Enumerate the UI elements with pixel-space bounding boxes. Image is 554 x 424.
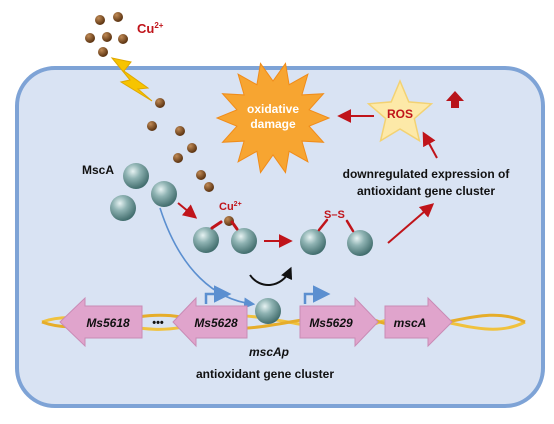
expression-arrow: [387, 203, 435, 244]
disulfide-dimer: [300, 218, 373, 256]
increase-arrow-icon: [446, 91, 464, 108]
ros-label: ROS: [387, 107, 413, 121]
damage-label-line-1: oxidative: [247, 102, 299, 116]
ros-star-icon: [366, 79, 434, 143]
gene-arrow-mscA: mscA: [384, 296, 453, 348]
oxidative-damage-burst-icon: [215, 62, 331, 174]
ros-arrow: [422, 131, 438, 159]
gene-label-ms5618: Ms5618: [86, 316, 130, 330]
gene-label-ms5629: Ms5629: [309, 316, 353, 330]
protein-label: MscA: [82, 163, 114, 177]
gene-label-ms5628: Ms5628: [194, 316, 238, 330]
gene-arrow-ms5629: Ms5629: [299, 296, 379, 348]
gene-arrow-ms5628: Ms5628: [172, 296, 248, 348]
gene-label-mscA: mscA: [394, 316, 427, 330]
external-cu-label: Cu2+: [137, 21, 164, 36]
release-arrow: [249, 266, 293, 286]
expression-line-1: downregulated expression of: [343, 167, 511, 181]
promoter-bound-protein: [255, 298, 281, 324]
regulation-arrow: [159, 207, 256, 309]
copper-bound-dimer: [193, 220, 257, 254]
expression-line-2: antioxidant gene cluster: [357, 184, 495, 198]
promoter-arrow-left: [204, 285, 232, 304]
internal-copper-ions: [147, 98, 234, 226]
bound-cu-label: Cu2+: [219, 201, 242, 213]
promoter-arrow-right: [303, 285, 331, 304]
mscA-proteins: [110, 163, 177, 221]
gene-ellipsis: •••: [152, 317, 164, 329]
binding-arrow: [177, 202, 198, 219]
cluster-label: antioxidant gene cluster: [196, 367, 334, 381]
disulfide-label: S–S: [324, 209, 345, 221]
damage-label-line-2: damage: [250, 117, 296, 131]
external-copper-ions: [85, 12, 128, 57]
lightning-bolt-icon: [110, 57, 153, 102]
promoter-label: mscAp: [249, 345, 289, 359]
gene-arrow-ms5618: Ms5618: [59, 296, 143, 348]
